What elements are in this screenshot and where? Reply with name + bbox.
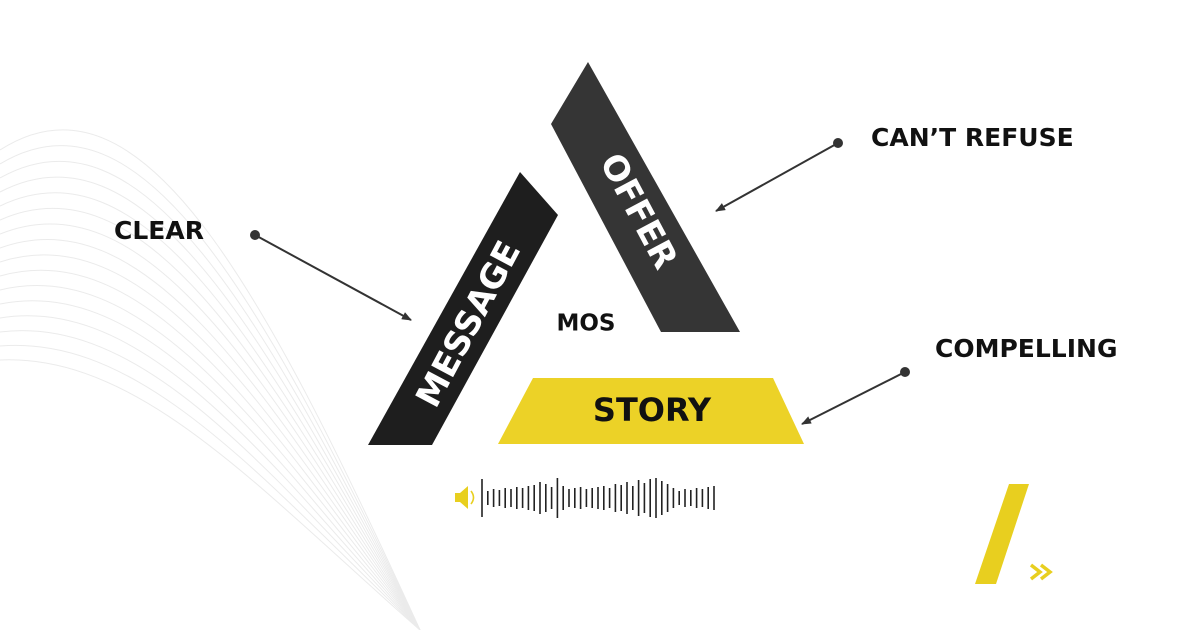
message-bar — [368, 172, 558, 445]
background-line — [0, 223, 421, 630]
callout-cant-refuse: CAN’T REFUSE — [871, 123, 1074, 152]
background-line — [0, 238, 421, 630]
background-line — [0, 254, 421, 630]
pointer-clear — [250, 230, 412, 321]
background-line — [0, 160, 421, 630]
audio-waveform — [481, 478, 715, 518]
background-line — [0, 285, 421, 630]
pointer-compelling — [801, 367, 910, 425]
background-line — [0, 315, 421, 630]
background-line — [0, 330, 421, 630]
callout-compelling: COMPELLING — [935, 334, 1117, 363]
background-lines — [0, 129, 421, 630]
offer-bar — [551, 62, 740, 332]
message-label: MESSAGE — [408, 235, 529, 414]
background-line — [0, 208, 421, 630]
background-line — [0, 300, 421, 630]
background-line — [0, 145, 421, 630]
background-line — [0, 192, 421, 630]
background-line — [0, 344, 421, 630]
speaker-icon[interactable] — [455, 486, 475, 509]
pointer-cant-refuse — [715, 138, 843, 212]
background-line — [0, 359, 421, 630]
background-line — [0, 176, 421, 630]
story-label: STORY — [593, 391, 712, 429]
slash-chevron-logo — [975, 484, 1053, 584]
callout-clear: CLEAR — [114, 216, 204, 245]
background-line — [0, 269, 421, 630]
background-line — [0, 129, 421, 630]
story-bar — [498, 378, 804, 444]
center-label: MOS — [556, 311, 615, 337]
